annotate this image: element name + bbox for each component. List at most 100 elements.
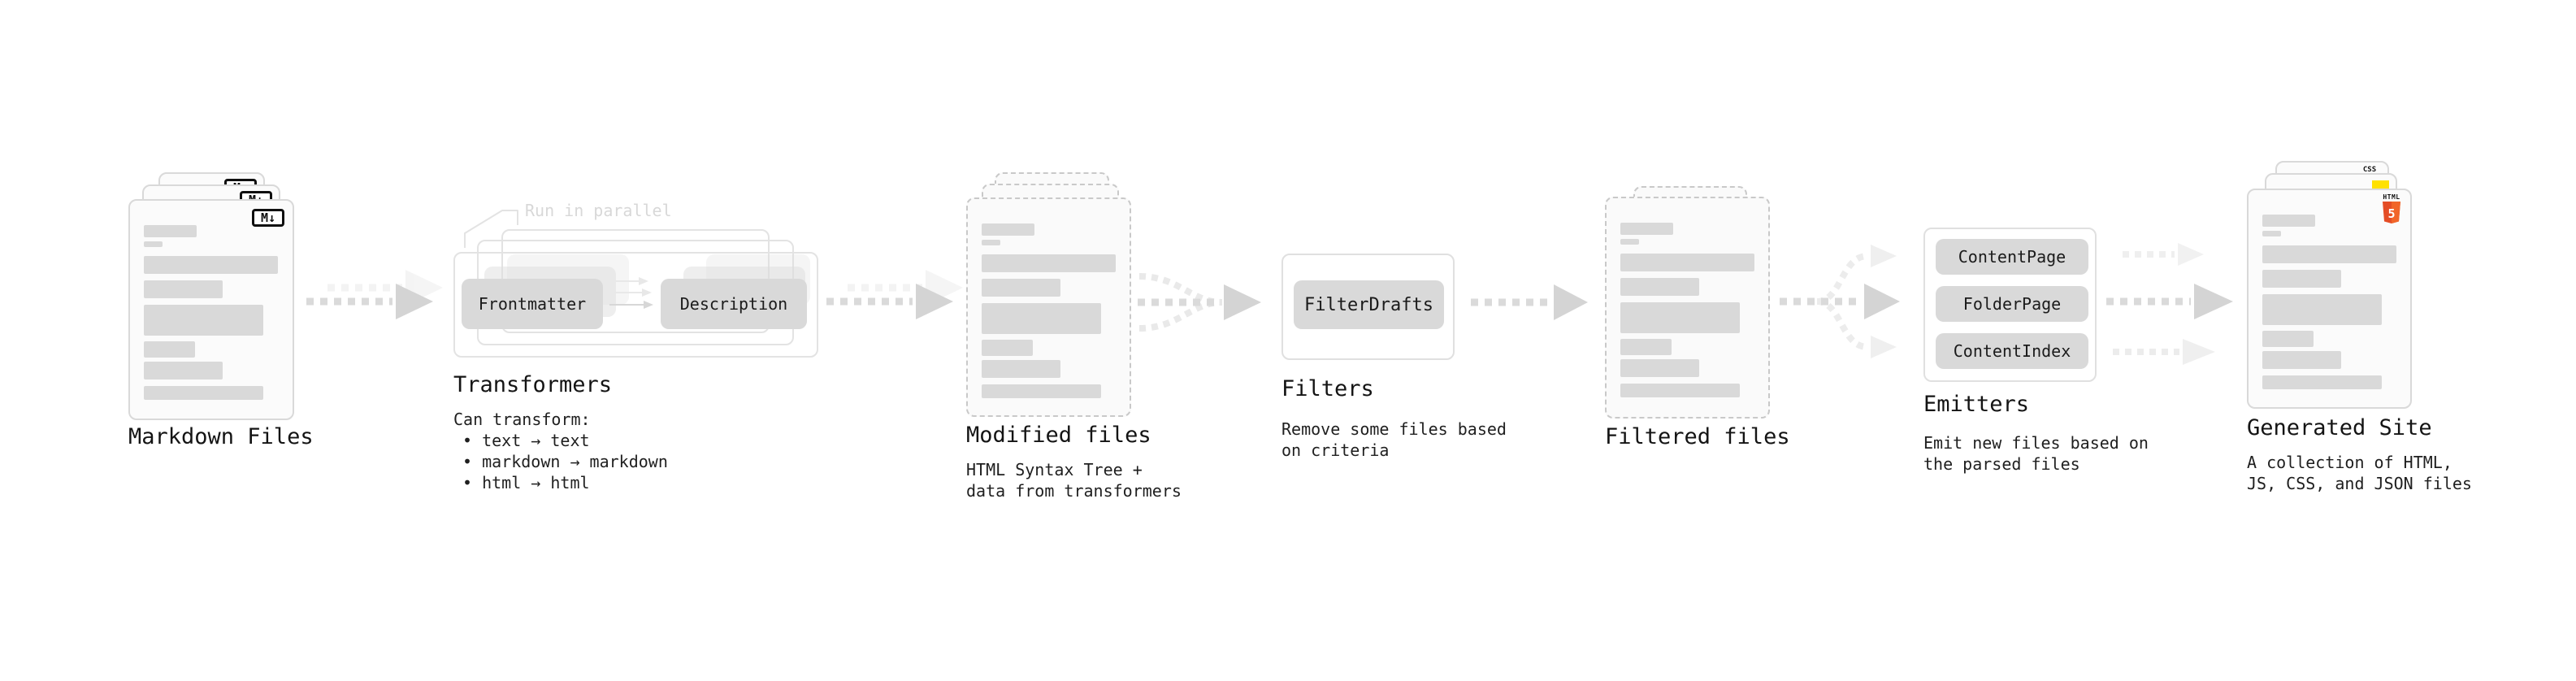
contentpage-label: ContentPage <box>1958 247 2066 267</box>
parallel-container-outline <box>453 252 818 358</box>
arrow-emitters-to-generated-middle <box>2106 284 2233 319</box>
html5-icon: HTML 5 <box>2381 193 2402 227</box>
html5-icon-word: HTML <box>2383 193 2400 201</box>
doc-line <box>1620 254 1754 271</box>
stage-description-transformers: Can transform: • text → text • markdown … <box>453 409 668 493</box>
file-card <box>966 197 1131 417</box>
stage-description-generated-site: A collection of HTML, JS, CSS, and JSON … <box>2247 452 2472 494</box>
doc-content <box>144 225 278 400</box>
doc-line <box>144 225 197 237</box>
doc-line <box>144 341 195 358</box>
stage-label-transformers: Transformers <box>453 372 613 397</box>
desc-line: Can transform: <box>453 410 591 429</box>
doc-line <box>1620 384 1740 397</box>
doc-line <box>1620 302 1740 333</box>
doc-line <box>1620 239 1639 245</box>
emitters-group: ContentPage FolderPage ContentIndex <box>1923 228 2097 382</box>
markdown-files-stack: M↓ M↓ M↓ <box>128 172 294 424</box>
file-card <box>1605 197 1770 419</box>
css-icon-label: CSS <box>2362 166 2377 174</box>
transformers-group: Frontmatter Description <box>453 229 818 358</box>
doc-line <box>982 360 1060 378</box>
stage-label-generated-site: Generated Site <box>2247 415 2432 440</box>
file-card: M↓ <box>128 199 294 420</box>
description-transformer-box: Description <box>661 279 807 329</box>
html5-icon-number: 5 <box>2387 206 2395 221</box>
filtered-files-stack <box>1605 186 1770 430</box>
file-card: HTML 5 <box>2247 189 2412 409</box>
frontmatter-label: Frontmatter <box>478 294 587 314</box>
folderpage-label: FolderPage <box>1962 294 2062 314</box>
generated-site-stack: CSS HTML 5 <box>2247 161 2412 413</box>
doc-line <box>2262 375 2382 389</box>
arrow-markdown-to-transformers <box>306 270 443 319</box>
doc-line <box>144 362 223 380</box>
doc-line <box>2262 215 2315 227</box>
doc-line <box>982 240 1000 245</box>
run-in-parallel-note: Run in parallel <box>525 201 672 220</box>
desc-line: data from transformers <box>966 481 1182 501</box>
stage-label-markdown-files: Markdown Files <box>128 424 314 449</box>
arrow-emitters-to-generated-bottom <box>2113 339 2215 365</box>
doc-line <box>1620 278 1699 296</box>
arrow-transformers-to-modified <box>826 270 963 319</box>
arrow-modified-to-filters <box>1138 273 1261 332</box>
stage-description-filters: Remove some files based on criteria <box>1281 419 1507 461</box>
arrow-filters-to-filtered <box>1471 284 1588 320</box>
desc-bullet: • html → html <box>462 473 590 492</box>
doc-line <box>1620 223 1673 235</box>
desc-bullet: • markdown → markdown <box>462 452 668 471</box>
stage-description-emitters: Emit new files based on the parsed files <box>1923 432 2149 475</box>
doc-line <box>982 223 1034 236</box>
doc-line <box>982 279 1060 297</box>
doc-line <box>2262 294 2382 325</box>
js-icon <box>2372 180 2389 189</box>
stage-label-filtered-files: Filtered files <box>1605 424 1790 449</box>
doc-line <box>144 256 278 274</box>
description-label: Description <box>679 294 788 314</box>
desc-line: JS, CSS, and JSON files <box>2247 474 2472 493</box>
desc-line: on criteria <box>1281 440 1390 460</box>
doc-line <box>2262 231 2281 236</box>
stage-description-modified-files: HTML Syntax Tree + data from transformer… <box>966 459 1182 501</box>
filters-group: FilterDrafts <box>1281 254 1455 360</box>
html5-shield: 5 <box>2383 202 2400 223</box>
desc-line: A collection of HTML, <box>2247 453 2452 472</box>
doc-line <box>144 241 163 247</box>
desc-line: Remove some files based <box>1281 419 1507 439</box>
stage-label-filters: Filters <box>1281 376 1374 401</box>
doc-line <box>144 305 263 336</box>
filterdrafts-box: FilterDrafts <box>1294 280 1444 329</box>
desc-line: Emit new files based on <box>1923 433 2149 453</box>
markdown-icon: M↓ <box>252 209 284 227</box>
doc-line <box>1620 339 1672 355</box>
doc-line <box>144 386 263 400</box>
arrow-filtered-to-emitters <box>1780 245 1900 358</box>
contentindex-label: ContentIndex <box>1953 341 2071 361</box>
note-connector-line <box>464 210 518 248</box>
doc-line <box>2262 351 2341 369</box>
doc-line <box>982 303 1101 334</box>
stage-label-modified-files: Modified files <box>966 423 1151 448</box>
arrow-emitters-to-generated-top <box>2123 243 2204 266</box>
transform-flow-arrows <box>609 277 653 309</box>
markdown-icon-label: M↓ <box>260 210 276 225</box>
filterdrafts-label: FilterDrafts <box>1304 294 1433 315</box>
doc-line <box>2262 331 2314 347</box>
desc-line: the parsed files <box>1923 454 2080 474</box>
doc-line <box>2262 270 2341 288</box>
contentpage-emitter-box: ContentPage <box>1936 239 2088 275</box>
doc-content <box>982 223 1116 398</box>
doc-content <box>1620 223 1754 397</box>
doc-line <box>1620 359 1699 377</box>
doc-line <box>144 280 223 298</box>
doc-line <box>982 254 1116 272</box>
frontmatter-transformer-box: Frontmatter <box>462 279 603 329</box>
desc-bullet: • text → text <box>462 431 590 450</box>
folderpage-emitter-box: FolderPage <box>1936 286 2088 322</box>
desc-line: HTML Syntax Tree + <box>966 460 1143 479</box>
contentindex-emitter-box: ContentIndex <box>1936 333 2088 369</box>
modified-files-stack <box>966 172 1131 424</box>
doc-line <box>2262 245 2396 263</box>
